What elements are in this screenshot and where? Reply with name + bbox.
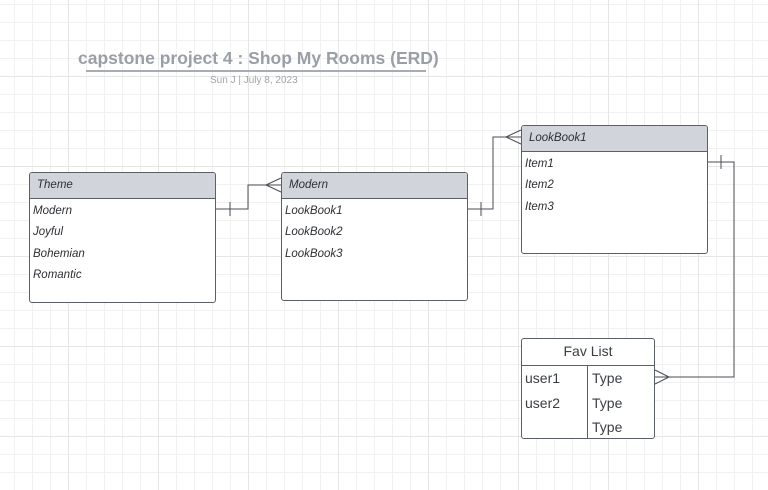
many-marker bbox=[654, 369, 670, 385]
entity-lookbook1-header[interactable]: LookBook1 bbox=[522, 126, 707, 152]
entity-modern-header[interactable]: Modern bbox=[282, 173, 467, 199]
connector-modern-lookbook1 bbox=[468, 136, 521, 210]
fav-list-title[interactable]: Fav List bbox=[522, 339, 654, 366]
fav-list-key-column: user1 user2 bbox=[522, 366, 588, 439]
diagram-subtitle: Sun J | July 8, 2023 bbox=[210, 75, 298, 86]
entity-modern-row[interactable]: LookBook3 bbox=[285, 247, 343, 260]
fav-list-user[interactable]: user1 bbox=[525, 370, 561, 386]
diagram-title: capstone project 4 : Shop My Rooms (ERD) bbox=[78, 48, 439, 68]
fav-list-type[interactable]: Type bbox=[592, 370, 623, 386]
title-underline bbox=[86, 70, 426, 72]
entity-modern-row[interactable]: LookBook2 bbox=[285, 226, 343, 239]
entity-modern-row[interactable]: LookBook1 bbox=[285, 205, 343, 217]
entity-lookbook1-row[interactable]: Item1 bbox=[525, 158, 554, 170]
entity-theme-row[interactable]: Romantic bbox=[33, 268, 82, 281]
entity-lookbook1-row[interactable]: Item3 bbox=[525, 200, 554, 213]
fav-list-type[interactable]: Type bbox=[592, 394, 623, 411]
entity-lookbook1-row[interactable]: Item2 bbox=[525, 179, 554, 192]
entity-modern[interactable]: Modern LookBook1 LookBook2 LookBook3 bbox=[281, 172, 468, 301]
entity-theme[interactable]: Theme Modern Joyful Bohemian Romantic bbox=[29, 172, 216, 303]
fav-list-type[interactable]: Type bbox=[592, 419, 623, 435]
fav-list-user[interactable]: user2 bbox=[525, 394, 561, 411]
connector-theme-modern bbox=[216, 184, 281, 210]
many-marker bbox=[265, 177, 282, 193]
many-marker bbox=[505, 129, 522, 145]
entity-theme-row[interactable]: Modern bbox=[33, 205, 72, 217]
entity-theme-row[interactable]: Joyful bbox=[33, 226, 64, 239]
entity-theme-row[interactable]: Bohemian bbox=[33, 247, 85, 260]
entity-theme-header[interactable]: Theme bbox=[30, 173, 215, 199]
entity-fav-list[interactable]: Fav List user1 user2 Type Type Type bbox=[521, 338, 655, 439]
fav-list-type-column: Type Type Type bbox=[592, 366, 654, 439]
entity-lookbook1[interactable]: LookBook1 Item1 Item2 Item3 bbox=[521, 125, 708, 254]
